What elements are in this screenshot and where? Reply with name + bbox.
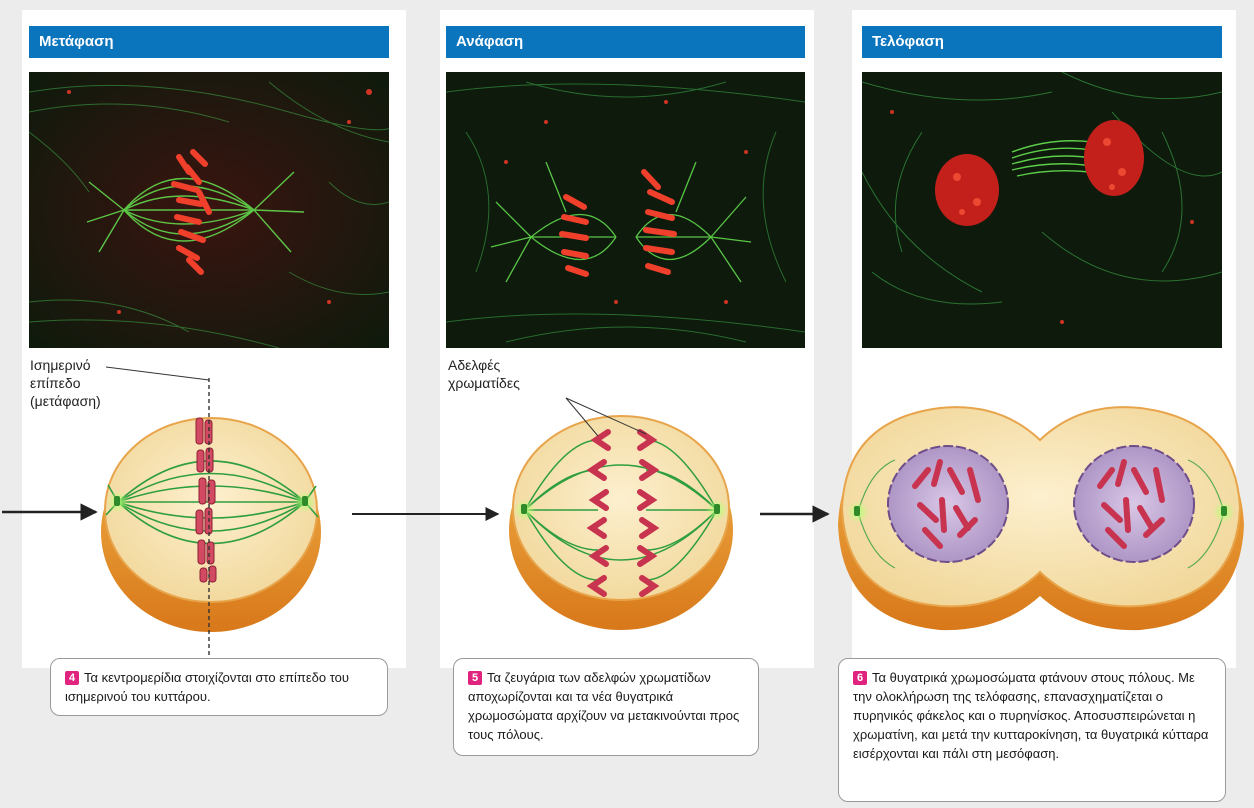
caption-metaphase: 4Τα κεντρομερίδια στοιχίζονται στο επίπε… [50,658,388,716]
equatorial-plane-leader [106,367,209,380]
caption-anaphase: 5Τα ζευγάρια των αδελφών χρωματίδων αποχ… [453,658,759,756]
metaphase-cell [101,367,321,655]
telophase-cells [838,407,1244,630]
step-badge-4: 4 [65,671,79,685]
nucleus-left [888,446,1008,562]
step-badge-6: 6 [853,671,867,685]
caption-text-anaphase: Τα ζευγάρια των αδελφών χρωματίδων αποχω… [468,670,739,742]
caption-text-telophase: Τα θυγατρικά χρωμοσώματα φτάνουν στους π… [853,670,1208,761]
anaphase-cell [509,398,733,630]
step-badge-5: 5 [468,671,482,685]
caption-text-metaphase: Τα κεντρομερίδια στοιχίζονται στο επίπεδ… [65,670,349,704]
nucleus-right [1074,446,1194,562]
caption-telophase: 6Τα θυγατρικά χρωμοσώματα φτάνουν στους … [838,658,1226,802]
